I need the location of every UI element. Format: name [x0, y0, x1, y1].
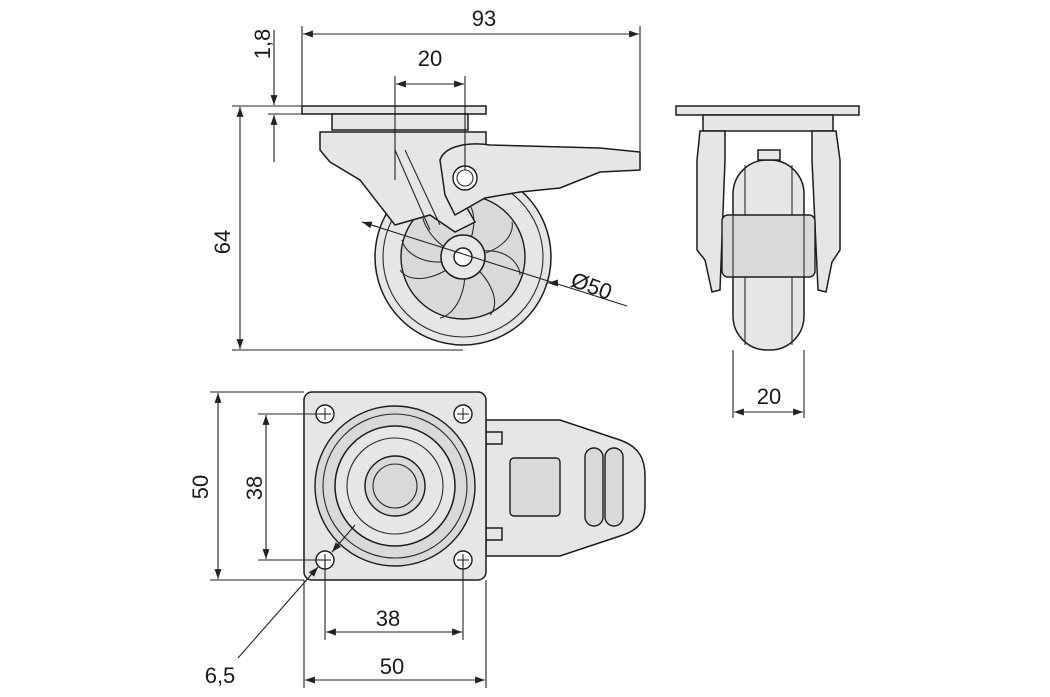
side-swivel: [331, 113, 469, 131]
dim-plate-width: 50: [380, 654, 404, 679]
dim-overall-height: 64: [210, 230, 235, 254]
dim-wheel-width: 20: [757, 384, 781, 409]
front-swivel: [702, 114, 834, 132]
top-pedal-pad: [509, 457, 561, 517]
dim-wheel-diameter: Ø50: [568, 267, 616, 305]
top-dimensions: 50 38 38 50 6,5: [188, 391, 487, 688]
dim-hole-spacing-v: 38: [242, 476, 267, 500]
side-view: [301, 105, 641, 346]
front-view: [675, 105, 860, 351]
front-dimensions: 20: [732, 350, 805, 418]
front-top-plate: [675, 105, 860, 116]
dim-overall-width: 93: [472, 6, 496, 31]
dim-hole-diameter: 6,5: [205, 663, 236, 688]
dim-plate-thickness: 1,8: [250, 29, 275, 60]
top-view: [303, 391, 646, 581]
dim-axis-offset: 20: [418, 46, 442, 71]
side-brake-pedal: [439, 143, 641, 217]
side-top-plate: [301, 105, 487, 115]
dim-hole-spacing-h: 38: [376, 606, 400, 631]
front-fork-left: [696, 130, 726, 293]
front-hub: [721, 214, 816, 278]
front-fork-right: [811, 130, 841, 293]
dim-plate-height: 50: [188, 475, 213, 499]
mounting-hole-tr: [453, 404, 473, 424]
